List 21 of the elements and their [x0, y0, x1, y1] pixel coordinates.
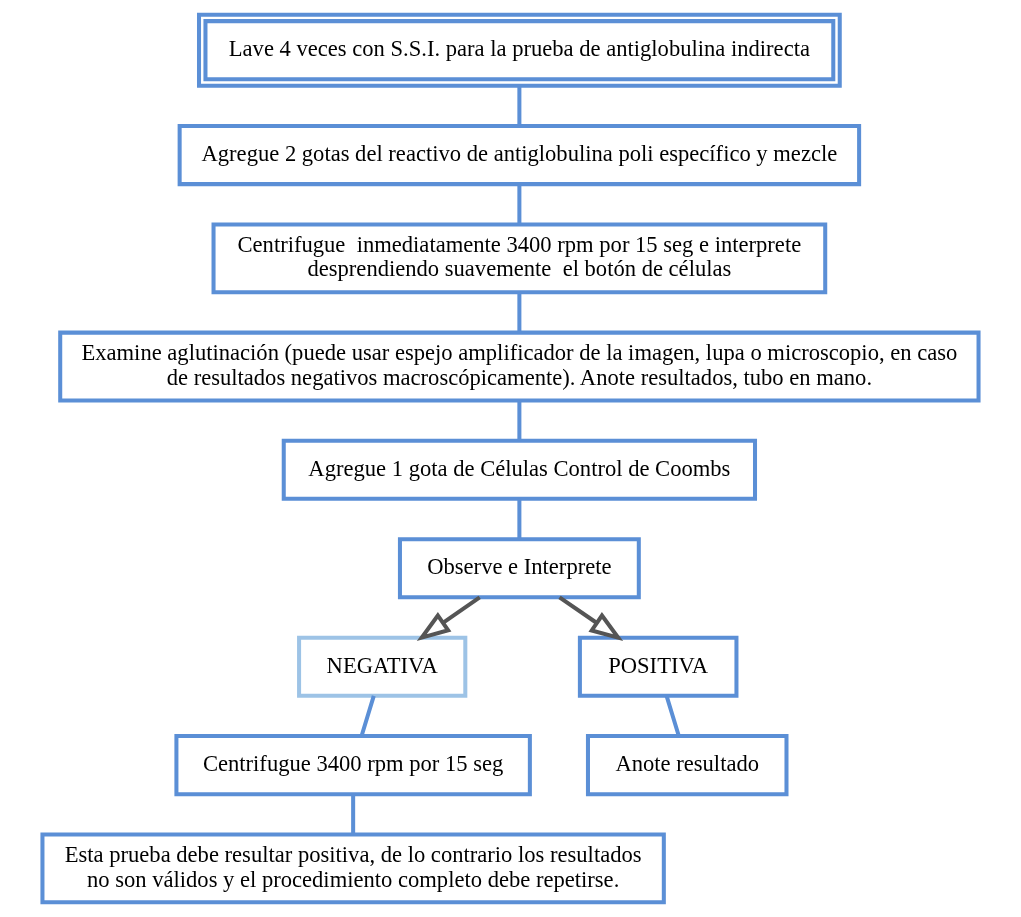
connector [517, 292, 522, 332]
node-box: Examine aglutinación (puede usar espejo amplificador de la imagen, lupa o microscopio, en caso de resultados negativos macroscópicamente). Anote resultados, tubo en mano. [58, 330, 981, 403]
connector [359, 695, 376, 737]
arrow [558, 595, 624, 642]
node-box: Esta prueba debe resultar positiva, de lo contrario los resultados no son válidos y el procedimiento completo debe repetirse. [40, 832, 666, 905]
node-box: NEGATIVA [297, 635, 468, 698]
node-box: Centrifugue 3400 rpm por 15 seg [174, 734, 532, 797]
arrow [416, 595, 481, 642]
node-box: Centrifugue inmediatamente 3400 rpm por 15 seg e interprete desprendiendo suavemente el botón de células [211, 222, 828, 295]
node-box: Agregue 2 gotas del reactivo de antiglobulina poli específico y mezcle [177, 124, 862, 187]
connector [517, 400, 522, 441]
node-box: Anote resultado [585, 734, 789, 797]
connector [664, 695, 681, 737]
node-box: Lave 4 veces con S.S.I. para la prueba de antiglobulina indirecta [197, 12, 842, 88]
connector [351, 794, 356, 835]
connector [517, 86, 522, 126]
connector [517, 498, 522, 539]
node-box: POSITIVA [577, 635, 739, 698]
connector [517, 184, 522, 225]
node-box: Observe e Interprete [397, 537, 641, 600]
node-box: Agregue 1 gota de Células Control de Coombs [281, 438, 758, 501]
